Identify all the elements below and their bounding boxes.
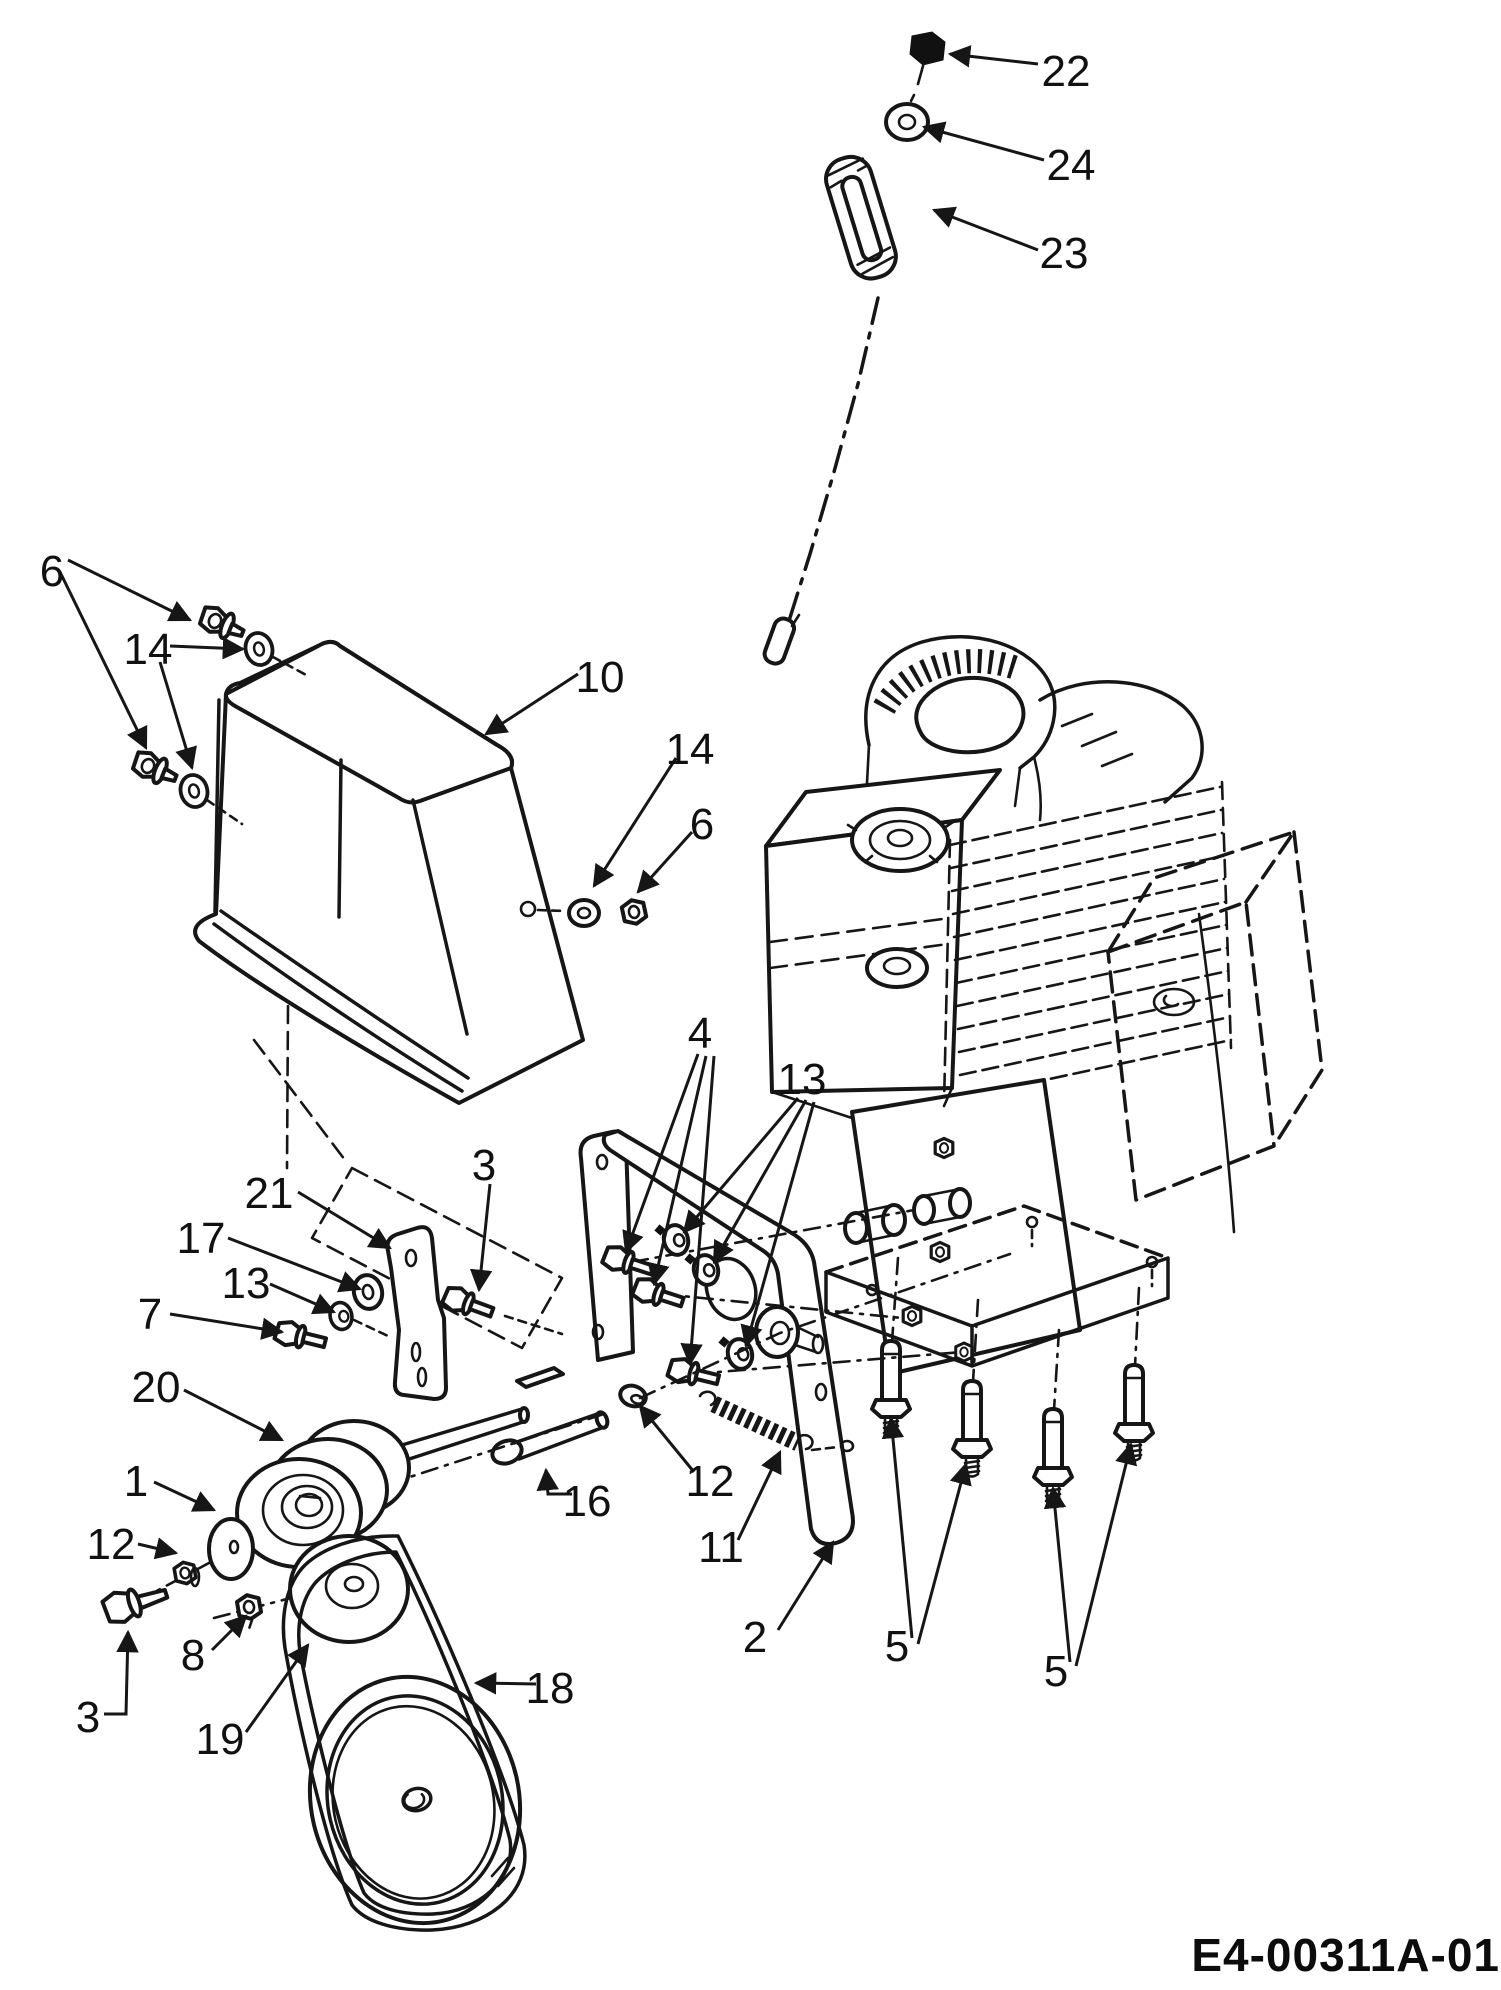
callout-label-18-27: 18 [526, 1664, 575, 1713]
callout-label-13-13: 13 [222, 1259, 271, 1308]
callout-label-1-16: 1 [124, 1457, 148, 1506]
engine-group [764, 634, 1324, 1507]
callout-label-11-23: 11 [698, 1523, 744, 1572]
callout-label-12-17: 12 [87, 1520, 136, 1569]
engine-base [824, 1204, 1170, 1368]
belt-cover-group [128, 601, 650, 1170]
callout-leader-19 [244, 1643, 310, 1733]
callout-leader-13 [712, 1099, 808, 1264]
callout-label-6-7: 6 [690, 800, 714, 849]
starter-handle-group [762, 31, 946, 666]
callout-label-3-10: 3 [472, 1141, 496, 1190]
pulley-group [100, 1252, 1012, 1644]
callout-leader-11 [736, 1449, 782, 1541]
callout-label-14-4: 14 [124, 625, 173, 674]
callout-leader-12 [638, 1404, 696, 1473]
callout-leader-21 [297, 1190, 392, 1250]
handle-23 [824, 154, 898, 281]
callout-leader-23 [931, 206, 1039, 252]
callout-leader-4 [622, 1053, 700, 1255]
callout-leader-4 [647, 1055, 708, 1287]
callout-leader-18 [473, 1672, 537, 1695]
cylinder-fins [948, 785, 1233, 1100]
callout-label-3-19: 3 [76, 1693, 100, 1742]
callout-label-23-2: 23 [1040, 229, 1089, 278]
callout-leader-6 [636, 830, 694, 894]
callout-label-20-15: 20 [132, 1363, 181, 1412]
callout-label-4-8: 4 [688, 1009, 712, 1058]
callout-leader-5 [1074, 1441, 1138, 1667]
callout-leader-14 [158, 661, 197, 771]
callout-leader-2 [776, 1540, 835, 1631]
callout-leader-3 [104, 1629, 139, 1716]
callout-label-16-21: 16 [563, 1477, 612, 1526]
callout-leader-14 [169, 636, 246, 660]
callout-leader-14 [592, 757, 678, 888]
callout-leader-5 [881, 1415, 914, 1639]
callout-leader-22 [947, 45, 1039, 68]
part-code: E4-00311A-01 [1191, 1929, 1500, 1981]
callout-label-7-14: 7 [138, 1290, 162, 1339]
callout-leader-6 [67, 558, 193, 622]
callout-leader-3 [469, 1183, 493, 1293]
callout-label-5-26: 5 [1044, 1647, 1068, 1696]
callout-leader-13 [740, 1101, 816, 1349]
callout-leader-20 [183, 1388, 285, 1442]
muffler-box [1106, 830, 1324, 1202]
callout-label-12-22: 12 [686, 1457, 735, 1506]
callout-label-22-0: 22 [1042, 47, 1091, 96]
callout-leader-12 [137, 1537, 179, 1560]
callout-leader-1 [153, 1480, 217, 1512]
callout-label-6-3: 6 [40, 547, 64, 596]
callout-leader-5 [916, 1461, 972, 1645]
callout-leader-10 [484, 672, 579, 736]
callout-leader-24 [921, 121, 1045, 162]
callout-leader-17 [227, 1236, 363, 1293]
callout-leader-13 [682, 1097, 800, 1234]
belt-keeper-group [271, 1225, 448, 1401]
callout-leader-8 [210, 1614, 248, 1652]
callout-leader-5 [1043, 1485, 1072, 1663]
callout-label-17-12: 17 [177, 1214, 226, 1263]
callout-leader-6 [58, 571, 148, 751]
mounting-bolts [870, 1256, 1155, 1507]
plate-hardware [438, 1208, 964, 1466]
callout-label-21-11: 21 [245, 1169, 294, 1218]
callout-leader-13 [269, 1282, 337, 1315]
callout-leader-16 [536, 1467, 572, 1496]
wheel-and-belt-group [281, 1534, 527, 1932]
callout-label-10-5: 10 [576, 653, 625, 702]
callout-label-14-6: 14 [666, 725, 715, 774]
callout-label-13-9: 13 [778, 1055, 827, 1104]
callout-label-8-18: 8 [181, 1631, 205, 1680]
callout-label-2-24: 2 [743, 1613, 767, 1662]
callout-label-5-25: 5 [885, 1622, 909, 1671]
callout-leader-7 [169, 1312, 285, 1340]
mounting-plane [252, 1038, 564, 1350]
callout-label-19-20: 19 [196, 1715, 245, 1764]
callout-label-24-1: 24 [1047, 141, 1096, 190]
